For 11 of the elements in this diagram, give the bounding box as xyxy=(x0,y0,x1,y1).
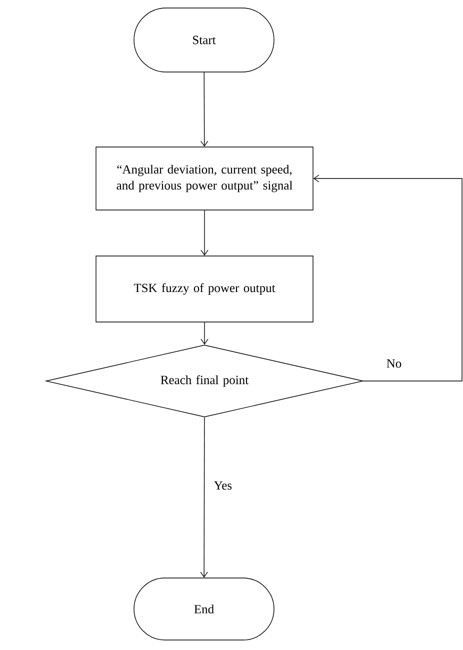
arrow xyxy=(200,322,208,345)
edge-label: Yes xyxy=(212,480,234,491)
terminal-box: End xyxy=(134,578,274,640)
arrow xyxy=(200,72,208,147)
terminal-box: Start xyxy=(134,8,274,72)
process-box: “Angular deviation, current speed, and previous power output” signal xyxy=(96,146,314,210)
arrow xyxy=(200,210,208,256)
process-box: TSK fuzzy of power output xyxy=(96,256,314,322)
arrow xyxy=(313,174,462,382)
arrow xyxy=(200,416,208,578)
edge-label: No xyxy=(385,358,403,369)
